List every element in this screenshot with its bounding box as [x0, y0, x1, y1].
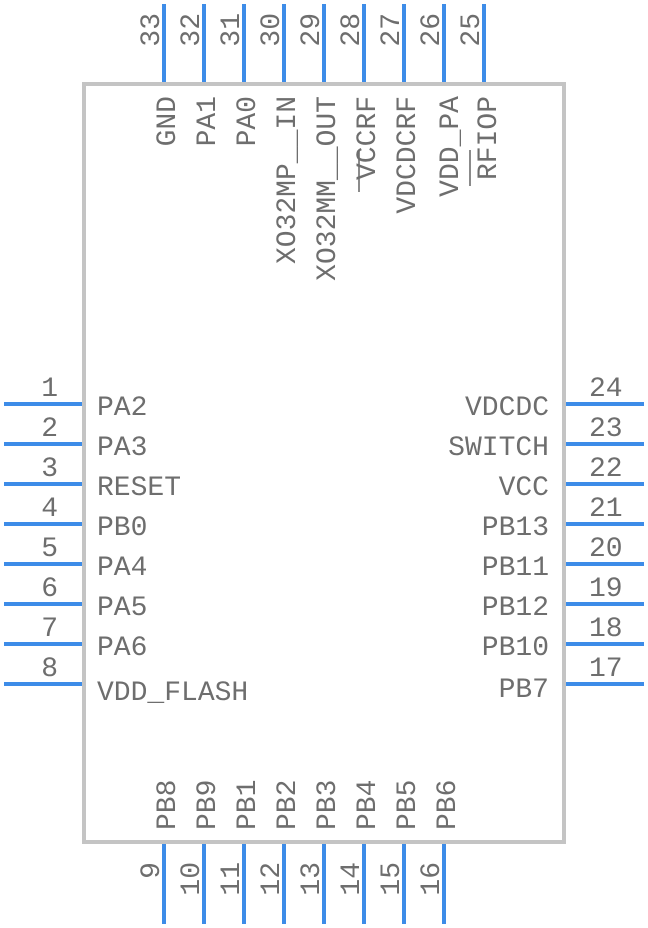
pin-label: PB13	[482, 513, 549, 544]
pin-label: PA1	[193, 96, 224, 146]
pin-number: 12	[257, 862, 288, 896]
pin-label: VDD_PA	[436, 96, 467, 197]
pin-number: 7	[41, 614, 58, 645]
pin-number: 24	[589, 374, 623, 405]
pin-label: PB11	[482, 553, 549, 584]
pin-label: PB5	[393, 780, 424, 830]
pin-label: PB8	[153, 780, 184, 830]
pin-label: SWITCH	[448, 433, 549, 464]
pin-number: 28	[337, 13, 368, 47]
pin-label: VDCDCRF	[393, 96, 424, 214]
pin-number: 4	[41, 494, 58, 525]
pin-label: PA6	[97, 633, 147, 664]
pin-label: XO32MP__IN	[273, 96, 304, 264]
pin-label: GND	[153, 96, 184, 146]
pin-label: VDCDC	[465, 393, 549, 424]
pin-number: 9	[137, 862, 168, 879]
pin-label: XO32MM__OUT	[313, 96, 344, 281]
pin-number: 23	[589, 414, 623, 445]
pin-label: VCC	[499, 473, 549, 504]
pin-number: 13	[297, 862, 328, 896]
pin-number: 3	[41, 454, 58, 485]
pin-number: 2	[41, 414, 58, 445]
pin-label: PB0	[97, 513, 147, 544]
pin-label: RFIOP	[474, 96, 505, 180]
pin-label: VCCRF	[353, 96, 384, 180]
pin-label: PB7	[499, 675, 549, 706]
pin-number: 20	[589, 534, 623, 565]
pin-label: PB4	[353, 780, 384, 830]
pin-label: PA5	[97, 593, 147, 624]
pin-label: PB12	[482, 593, 549, 624]
pin-number: 29	[297, 13, 328, 47]
pin-number: 16	[417, 862, 448, 896]
pin-label: PB2	[273, 780, 304, 830]
pin-number: 21	[589, 494, 623, 525]
pin-number: 15	[377, 862, 408, 896]
pin-number: 18	[589, 614, 623, 645]
pin-number: 26	[417, 13, 448, 47]
pin-label: PB9	[193, 780, 224, 830]
pin-number: 27	[377, 13, 408, 47]
pin-number: 8	[41, 654, 58, 685]
pin-label: PA4	[97, 553, 147, 584]
pin-label: PA2	[97, 393, 147, 424]
pin-number: 25	[457, 13, 488, 47]
pin-number: 33	[137, 13, 168, 47]
pin-number: 17	[589, 654, 623, 685]
pin-label: PA3	[97, 433, 147, 464]
pin-number: 31	[217, 13, 248, 47]
pin-number: 11	[217, 862, 248, 896]
pin-number: 10	[177, 862, 208, 896]
pin-label: PB3	[313, 780, 344, 830]
pin-number: 14	[337, 862, 368, 896]
pin-number: 6	[41, 574, 58, 605]
pin-label: PB1	[233, 780, 264, 830]
pin-number: 1	[41, 374, 58, 405]
pin-label: VDD_FLASH	[97, 678, 248, 709]
pin-number: 22	[589, 454, 623, 485]
pin-label: RESET	[97, 473, 181, 504]
pin-number: 32	[177, 13, 208, 47]
pin-label: PA0	[233, 96, 264, 146]
ic-body-outline	[82, 82, 566, 844]
pin-number: 5	[41, 534, 58, 565]
pin-number: 30	[257, 13, 288, 47]
pin-label: PB6	[433, 780, 464, 830]
pin-label: PB10	[482, 633, 549, 664]
pin-number: 19	[589, 574, 623, 605]
